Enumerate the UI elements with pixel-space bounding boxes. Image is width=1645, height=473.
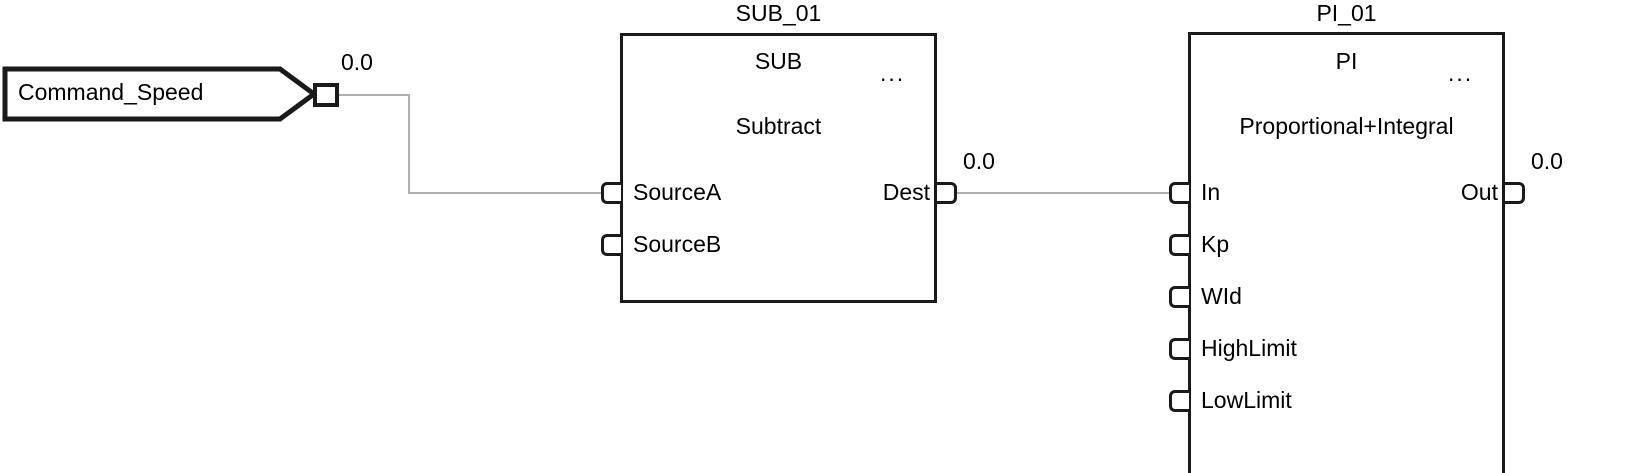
pin-sub-01-dest[interactable] [937, 182, 957, 204]
wire-command-speed-v[interactable] [408, 94, 410, 194]
pin-sub-01-sourceb[interactable] [601, 234, 621, 256]
pin-label-pi-01-in: In [1201, 179, 1221, 205]
block-title-pi-01: PI_01 [1316, 0, 1377, 26]
block-type-pi: PI [1335, 48, 1358, 74]
pin-pi-01-wid[interactable] [1169, 286, 1189, 308]
block-type-sub: SUB [754, 48, 803, 74]
pin-pi-01-out[interactable] [1505, 182, 1525, 204]
pin-pi-01-lowlimit[interactable] [1169, 390, 1189, 412]
pin-pi-01-in[interactable] [1169, 182, 1189, 204]
function-block-sub-01[interactable] [620, 33, 937, 303]
block-more-icon-pi-01[interactable]: ... [1448, 60, 1474, 86]
wire-value-command-speed: 0.0 [341, 49, 373, 75]
wire-command-speed-h2[interactable] [408, 192, 603, 194]
pin-pi-01-kp[interactable] [1169, 234, 1189, 256]
input-reference-shape [2, 66, 319, 122]
pin-label-pi-01-kp: Kp [1201, 231, 1230, 257]
input-reference-label: Command_Speed [18, 79, 204, 105]
input-reference-command-speed[interactable] [2, 66, 322, 122]
block-title-sub-01: SUB_01 [735, 0, 822, 26]
wire-sub-to-pi[interactable] [957, 192, 1172, 194]
pin-sub-01-sourcea[interactable] [601, 182, 621, 204]
block-more-icon-sub-01[interactable]: ... [880, 60, 906, 86]
pin-label-pi-01-lowlimit: LowLimit [1201, 387, 1292, 413]
block-description-sub-01: Subtract [735, 113, 822, 139]
wire-value-pi-out: 0.0 [1531, 148, 1563, 174]
pin-label-sub-01-dest: Dest [882, 179, 930, 205]
pin-label-pi-01-highlimit: HighLimit [1201, 335, 1297, 361]
pin-pi-01-highlimit[interactable] [1169, 338, 1189, 360]
block-description-pi-01: Proportional+Integral [1239, 113, 1454, 139]
pin-label-sub-01-sourceb: SourceB [633, 231, 722, 257]
wire-command-speed-h1[interactable] [339, 94, 410, 96]
command-speed-output-pin[interactable] [313, 83, 339, 107]
pin-label-sub-01-sourcea: SourceA [633, 179, 722, 205]
pin-label-pi-01-wid: WId [1201, 283, 1242, 309]
pin-label-pi-01-out: Out [1460, 179, 1498, 205]
wire-value-sub-dest: 0.0 [963, 148, 995, 174]
function-block-pi-01[interactable] [1188, 32, 1505, 473]
